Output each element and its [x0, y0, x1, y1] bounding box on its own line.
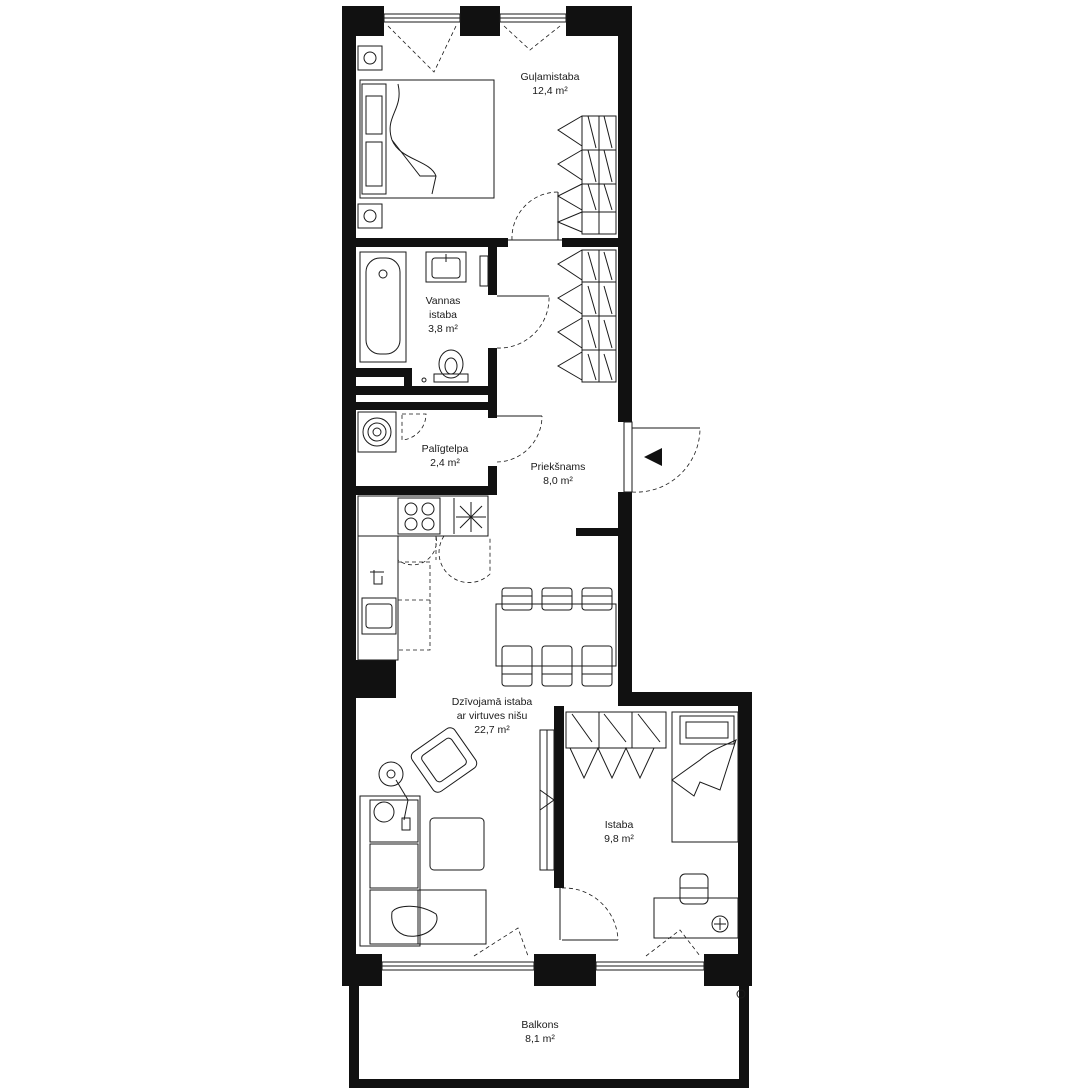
living-furniture: [359, 727, 555, 947]
room-area: 9,8 m²: [604, 833, 634, 845]
bathroom-fixtures: [359, 251, 489, 383]
kitchen: [357, 495, 491, 661]
room-area: 8,0 m²: [543, 475, 573, 487]
room-name: Vannas: [426, 295, 461, 307]
room-label-room: Istaba 9,8 m²: [604, 819, 634, 845]
room-area: 8,1 m²: [525, 1033, 555, 1045]
entrance-arrow-icon: [644, 448, 662, 466]
room-label-living: Dzīvojamā istaba ar virtuves nišu 22,7 m…: [452, 696, 533, 736]
room-area: 22,7 m²: [474, 724, 510, 736]
room-area: 12,4 m²: [532, 85, 568, 97]
room-name: istaba: [429, 309, 457, 321]
balcony: [349, 984, 749, 1088]
room-name: Palīgtelpa: [422, 443, 469, 455]
room-name: ar virtuves nišu: [457, 710, 528, 722]
windows: [381, 13, 705, 971]
room-area: 2,4 m²: [430, 457, 460, 469]
bedroom-furniture: [357, 45, 617, 235]
room-name: Dzīvojamā istaba: [452, 696, 533, 708]
room-label-balcony: Balkons 8,1 m²: [521, 1019, 558, 1045]
room-area: 3,8 m²: [428, 323, 458, 335]
room-name: Guļamistaba: [521, 71, 580, 83]
boiler: [357, 411, 397, 453]
room-label-hallway: Priekšnams 8,0 m²: [531, 461, 586, 487]
hallway-wardrobe: [557, 249, 617, 383]
room-name: Balkons: [521, 1019, 558, 1031]
room-name: Priekšnams: [531, 461, 586, 473]
doors: [401, 191, 701, 941]
room-furniture: [565, 711, 739, 939]
room-name: Istaba: [605, 819, 634, 831]
walls: [342, 6, 752, 986]
room-label-utility: Palīgtelpa 2,4 m²: [422, 443, 469, 469]
room-label-bedroom: Guļamistaba 12,4 m²: [521, 71, 580, 97]
dining-set: [495, 587, 617, 687]
room-label-bathroom: Vannas istaba 3,8 m²: [426, 295, 461, 335]
